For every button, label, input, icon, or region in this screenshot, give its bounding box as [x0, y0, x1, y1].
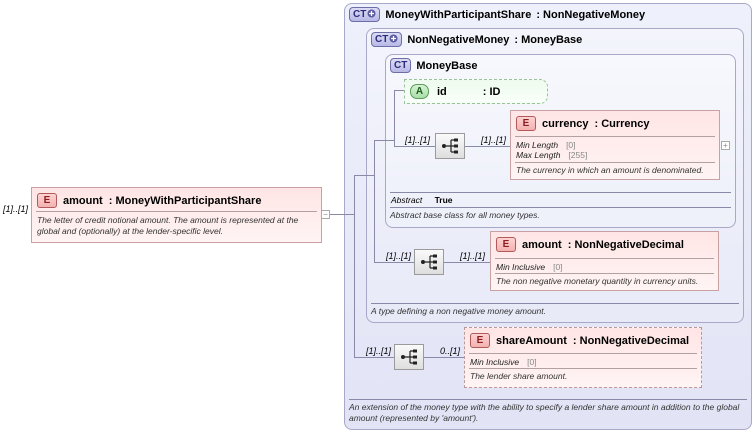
element-name: amount	[63, 194, 103, 207]
sequence-icon	[401, 349, 417, 365]
ct-inner-doc: Abstract base class for all money types.	[390, 210, 540, 220]
element-badge: E	[496, 237, 516, 252]
sequence-compositor-icon[interactable]	[414, 249, 444, 275]
ct-inner-badge: CT	[390, 58, 412, 73]
element-header: E amount : MoneyWithParticipantShare	[37, 193, 261, 208]
connector-trunk-outer	[354, 175, 355, 358]
connector	[332, 214, 354, 215]
share-cardinality: 0..[1]	[440, 346, 461, 356]
ct-middle-name: NonNegativeMoney	[407, 33, 510, 46]
attribute-header: A id : ID	[410, 84, 501, 99]
currency-cardinality: [1]..[1]	[481, 135, 507, 145]
sequence-icon	[442, 138, 458, 154]
ct-inner-abstract: Abstract True	[391, 195, 453, 205]
element-doc: The lender share amount.	[470, 371, 568, 381]
connector	[394, 146, 435, 147]
connector	[374, 140, 394, 141]
sequence-icon	[421, 254, 437, 270]
connector	[354, 175, 374, 176]
element-name: currency	[542, 117, 589, 130]
plus-circle-icon	[389, 34, 398, 43]
abstract-label: Abstract	[391, 195, 423, 205]
seq-currency-cardinality: [1]..[1]	[405, 135, 431, 145]
collapse-toggle[interactable]: −	[321, 210, 330, 219]
element-divider	[36, 211, 317, 212]
element-divider	[495, 258, 714, 259]
connector	[465, 146, 510, 147]
ct-inner-divider-2	[390, 207, 731, 208]
element-header: E shareAmount : NonNegativeDecimal	[470, 333, 689, 348]
element-share-amount[interactable]: E shareAmount : NonNegativeDecimal Min I…	[464, 327, 702, 388]
ct-middle-header: CT NonNegativeMoney : MoneyBase	[371, 32, 582, 47]
element-name: amount	[522, 238, 562, 251]
connector-trunk-middle	[374, 140, 375, 263]
plus-circle-icon	[367, 9, 376, 18]
connector	[394, 90, 408, 91]
facet-min-inclusive: Min Inclusive[0]	[496, 262, 563, 272]
ct-inner-name: MoneyBase	[416, 59, 478, 72]
element-type: : MoneyWithParticipantShare	[108, 194, 262, 207]
amount-cardinality: [1]..[1]	[460, 251, 486, 261]
abstract-value: True	[434, 195, 453, 205]
element-badge: E	[470, 333, 490, 348]
connector	[374, 262, 414, 263]
ct-outer-header: CT MoneyWithParticipantShare : NonNegati…	[349, 7, 645, 22]
root-cardinality: [1]..[1]	[3, 204, 29, 214]
seq-share-cardinality: [1]..[1]	[366, 346, 392, 356]
facet-max-length: Max Length[255]	[516, 150, 588, 160]
element-divider	[469, 353, 697, 354]
ct-inner-divider-1	[390, 192, 731, 193]
facet-min-length: Min Length[0]	[516, 140, 576, 150]
element-doc: The currency in which an amount is denom…	[516, 165, 704, 175]
attribute-name: id	[437, 85, 447, 98]
connector	[354, 357, 394, 358]
connector	[444, 262, 490, 263]
ct-outer-doc: An extension of the money type with the …	[349, 402, 740, 423]
element-badge: E	[37, 193, 57, 208]
element-currency[interactable]: E currency : Currency Min Length[0] Max …	[510, 110, 720, 180]
element-divider	[515, 136, 715, 137]
attribute-type: : ID	[482, 85, 501, 98]
element-badge: E	[516, 116, 536, 131]
element-header: E amount : NonNegativeDecimal	[496, 237, 684, 252]
attribute-id[interactable]: A id : ID	[404, 79, 548, 104]
element-type: : Currency	[594, 117, 650, 130]
ct-middle-doc: A type defining a non negative money amo…	[371, 306, 546, 316]
element-divider	[495, 273, 714, 274]
element-amount-decimal[interactable]: E amount : NonNegativeDecimal Min Inclus…	[490, 231, 719, 291]
ct-outer-badge: CT	[349, 7, 381, 22]
element-divider	[469, 368, 697, 369]
ct-inner-header: CT MoneyBase	[390, 58, 477, 73]
connector-trunk-inner	[394, 90, 395, 146]
attribute-badge: A	[410, 84, 429, 99]
sequence-compositor-icon[interactable]	[435, 133, 465, 159]
ct-middle-base: : MoneyBase	[514, 33, 583, 46]
element-doc: The letter of credit notional amount. Th…	[37, 215, 299, 236]
element-doc: The non negative monetary quantity in cu…	[496, 276, 699, 286]
ct-outer-base: : NonNegativeMoney	[536, 8, 646, 21]
facet-min-inclusive: Min Inclusive[0]	[470, 357, 537, 367]
element-type: : NonNegativeDecimal	[572, 334, 690, 347]
ct-outer-divider	[349, 399, 747, 400]
element-amount-root[interactable]: E amount : MoneyWithParticipantShare The…	[31, 187, 322, 243]
ct-middle-divider	[371, 303, 739, 304]
sequence-compositor-icon[interactable]	[394, 344, 424, 370]
element-name: shareAmount	[496, 334, 567, 347]
element-divider	[515, 162, 715, 163]
element-type: : NonNegativeDecimal	[567, 238, 684, 251]
element-header: E currency : Currency	[516, 116, 650, 131]
ct-outer-name: MoneyWithParticipantShare	[385, 8, 532, 21]
ct-middle-badge: CT	[371, 32, 403, 47]
expand-toggle[interactable]: +	[721, 141, 730, 150]
seq-amount-cardinality: [1]..[1]	[386, 251, 412, 261]
connector	[424, 357, 464, 358]
